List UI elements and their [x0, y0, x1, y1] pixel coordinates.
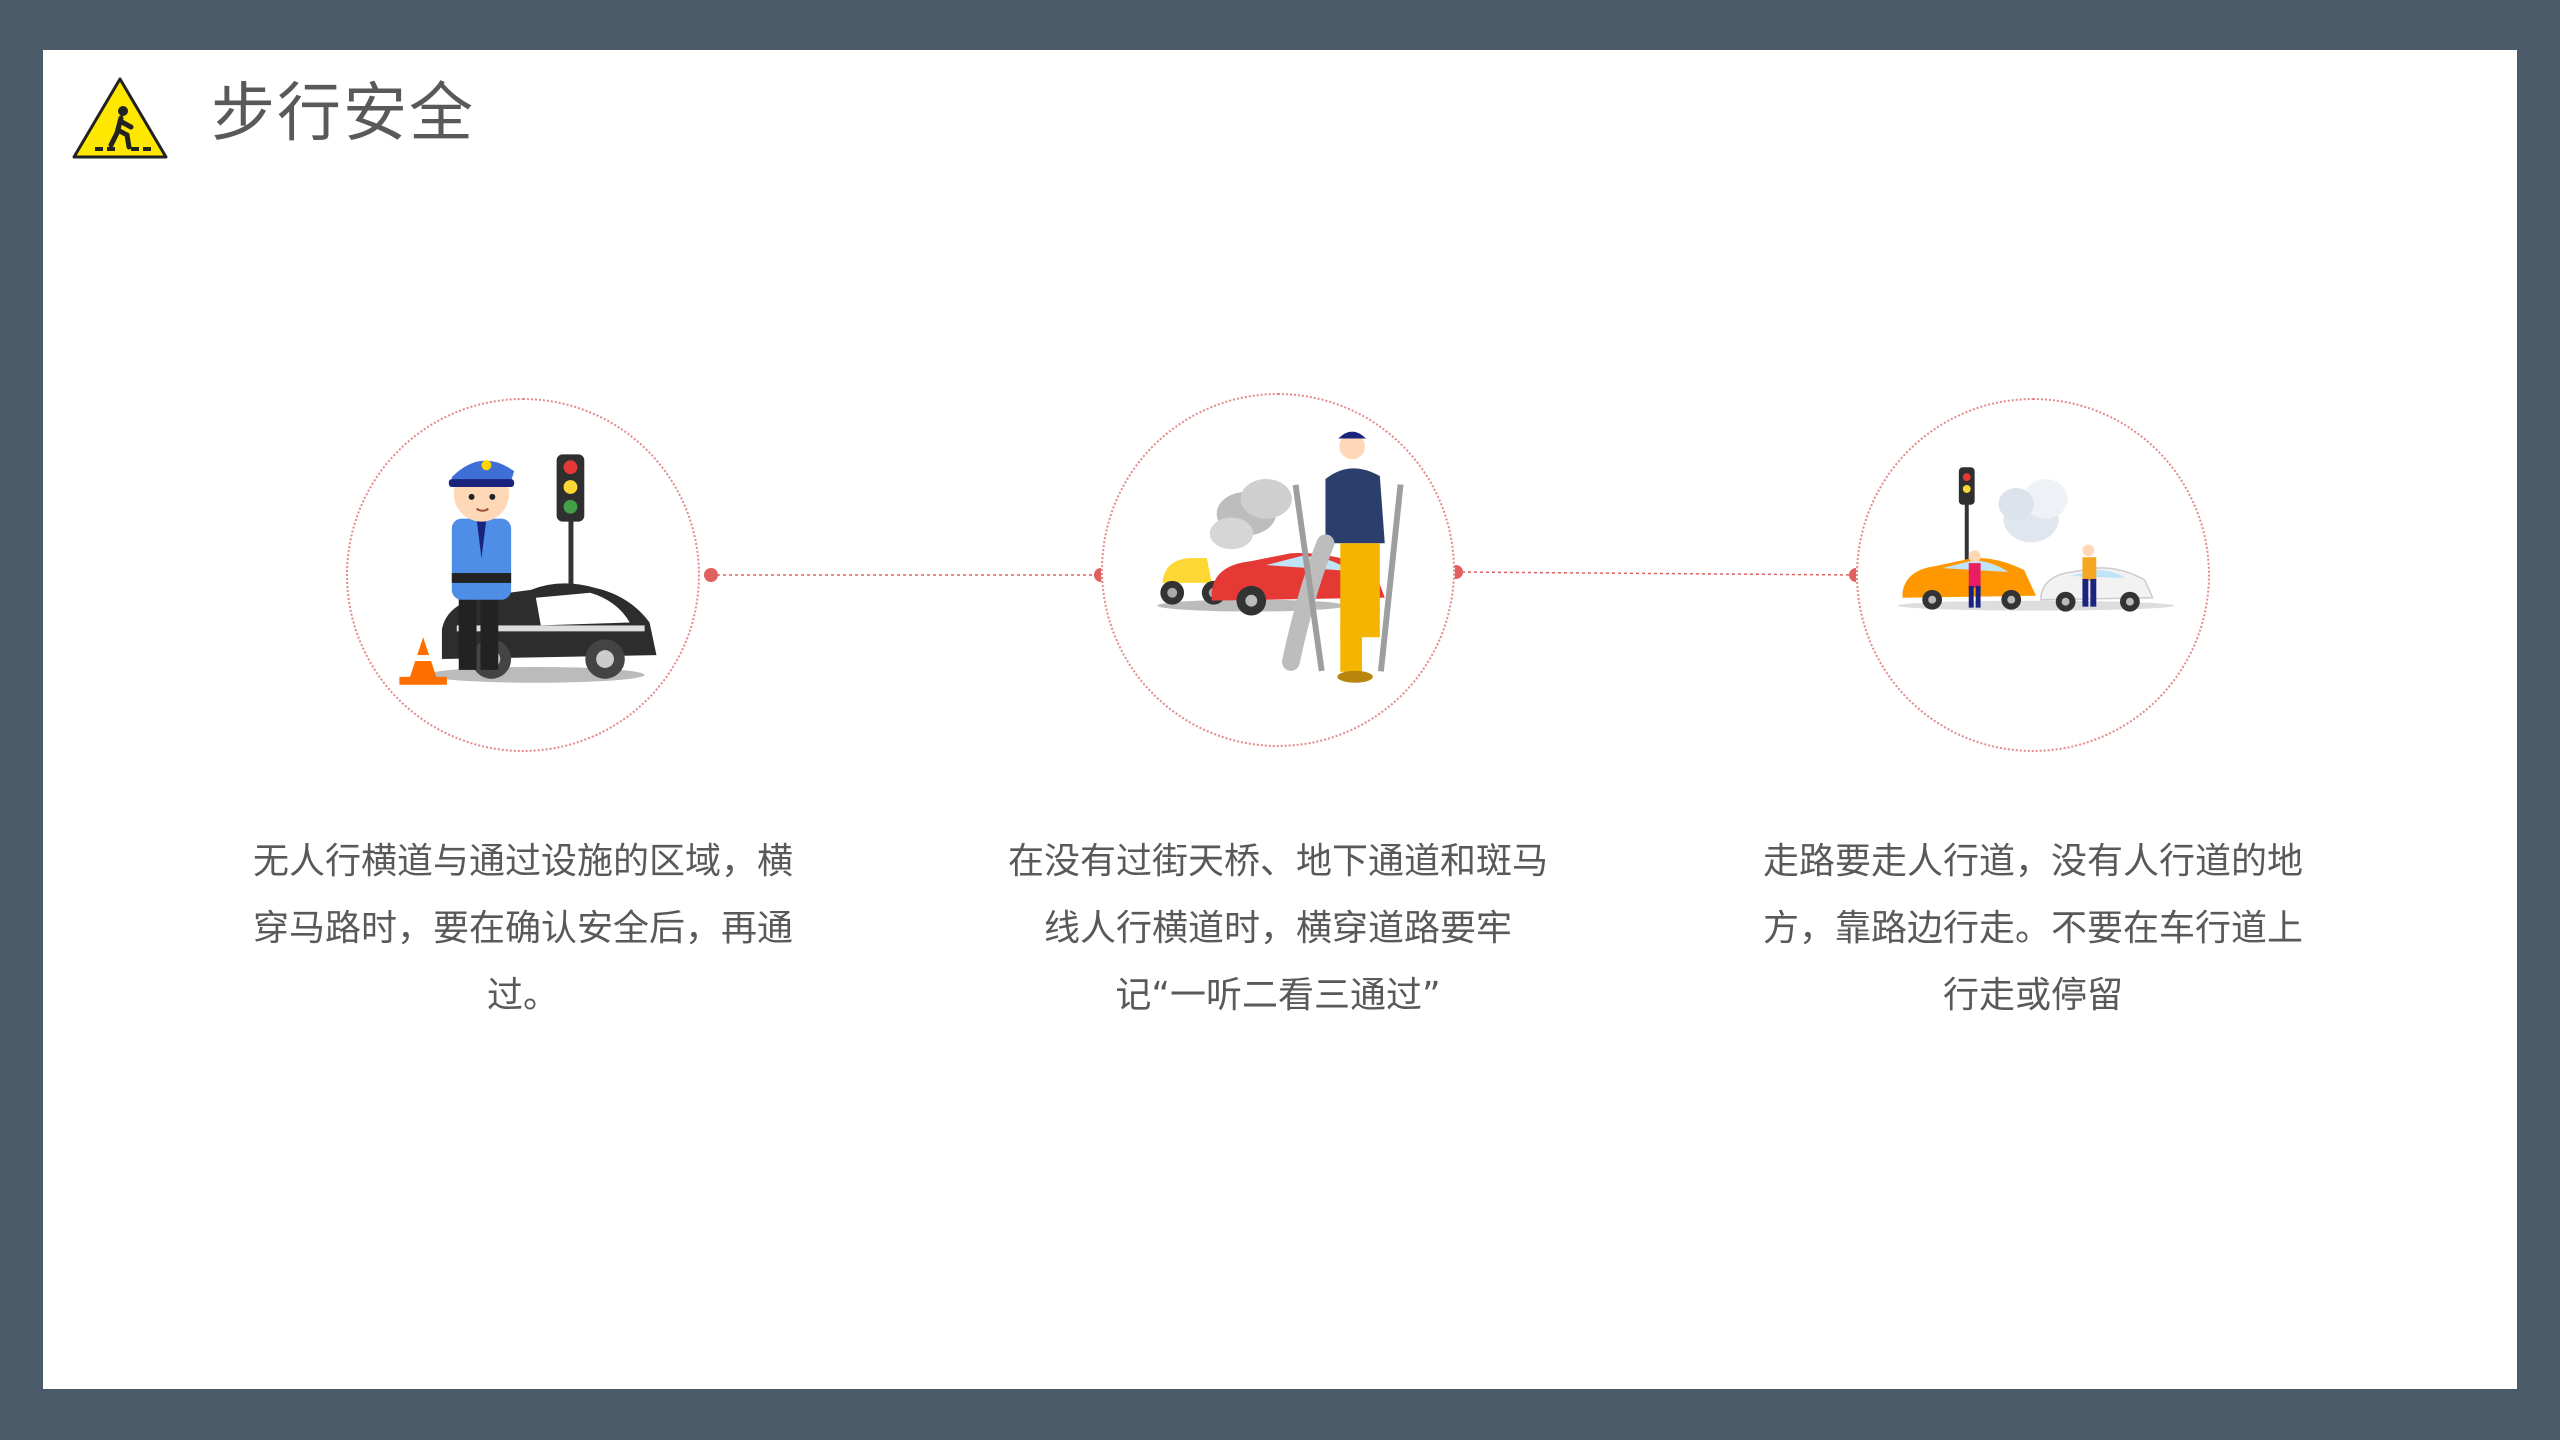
slide: 步行安全 [43, 50, 2517, 1389]
item-description: 在没有过街天桥、地下通道和斑马线人行横道时，横穿道路要牢记“一听二看三通过” [1008, 841, 1549, 1016]
illustration-circle [1856, 398, 2210, 752]
injured-pedestrian-icon [1157, 431, 1404, 683]
connector-dot [704, 568, 718, 582]
illustration-circle [1101, 393, 1455, 747]
illustration-circle [346, 398, 700, 752]
pedestrian-warning-icon [72, 77, 168, 159]
item-description: 无人行横道与通过设施的区域，横穿马路时，要在确认安全后，再通过。 [253, 841, 794, 1016]
traffic-police-icon [399, 454, 657, 685]
page-title: 步行安全 [211, 77, 475, 151]
car-accident-icon [1897, 467, 2175, 612]
item-description: 走路要走人行道，没有人行道的地方，靠路边行走。不要在车行道上行走或停留 [1763, 841, 2304, 1016]
